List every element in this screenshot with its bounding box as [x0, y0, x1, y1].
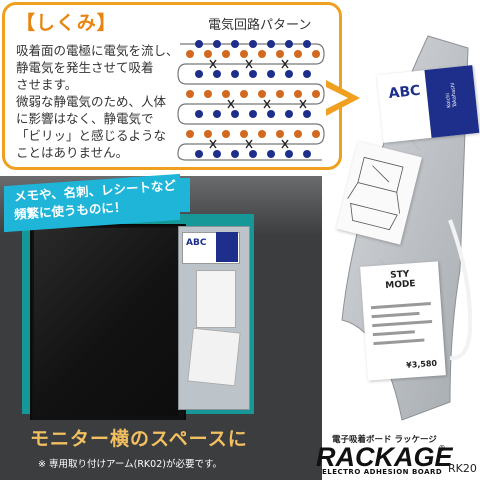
electrode-dots [186, 40, 320, 158]
callout-pointer-inner [322, 85, 348, 111]
sketch-drawing [347, 156, 404, 231]
mechanism-text-line: ことはありません。 [16, 145, 129, 160]
sketch-memo [336, 141, 422, 245]
arm-required-note: ※ 専用取り付けアーム(RK02)が必要です。 [38, 459, 223, 470]
memo-banner-tab [178, 178, 190, 212]
logo-subtitle: 電子吸着ボード ラッケージ [332, 435, 437, 445]
business-card: ABC Koichi Takahashi [376, 65, 480, 143]
receipt: STY MODE ¥3,580 [360, 261, 446, 381]
receipt-lines [370, 302, 434, 351]
receipt-title: STY MODE [361, 267, 440, 292]
monitor-screen [34, 228, 178, 416]
logo-tagline: ELECTRO ADHESION BOARD [322, 468, 443, 476]
board-stand-cable [448, 219, 473, 361]
circuit-pattern-label: 電気回路パターン [208, 18, 312, 33]
mechanism-callout [2, 2, 342, 170]
circuit-pattern-illustration [177, 40, 325, 161]
mechanism-text-line: させます。 [16, 77, 78, 92]
mini-receipt [196, 270, 236, 328]
business-card-label: ABC [387, 82, 422, 103]
mechanism-text-line: 「ビリッ」と感じるような [16, 128, 167, 143]
monitor-side-caption: モニター横のスペースに [30, 428, 248, 450]
mechanism-title: 【しくみ】 [16, 12, 117, 34]
rackage-wordmark: RACKAGE [316, 442, 453, 472]
scene-footer [0, 420, 322, 480]
mini-card-stripe [216, 232, 238, 262]
mechanism-text-line: 吸着面の電極に電気を流し、 [16, 43, 179, 58]
mechanism-text-line: 静電気を発生させて吸着 [16, 60, 154, 75]
mechanism-text-line: に影響はなく、静電気で [16, 111, 154, 126]
mini-card-label: ABC [186, 238, 207, 248]
mechanism-text-line: 微弱な静電気のため、人体 [16, 94, 167, 109]
mini-memo [187, 327, 241, 387]
receipt-total: ¥3,580 [405, 358, 438, 370]
model-number: RK20 [448, 462, 477, 475]
registered-mark: ® [438, 444, 446, 453]
